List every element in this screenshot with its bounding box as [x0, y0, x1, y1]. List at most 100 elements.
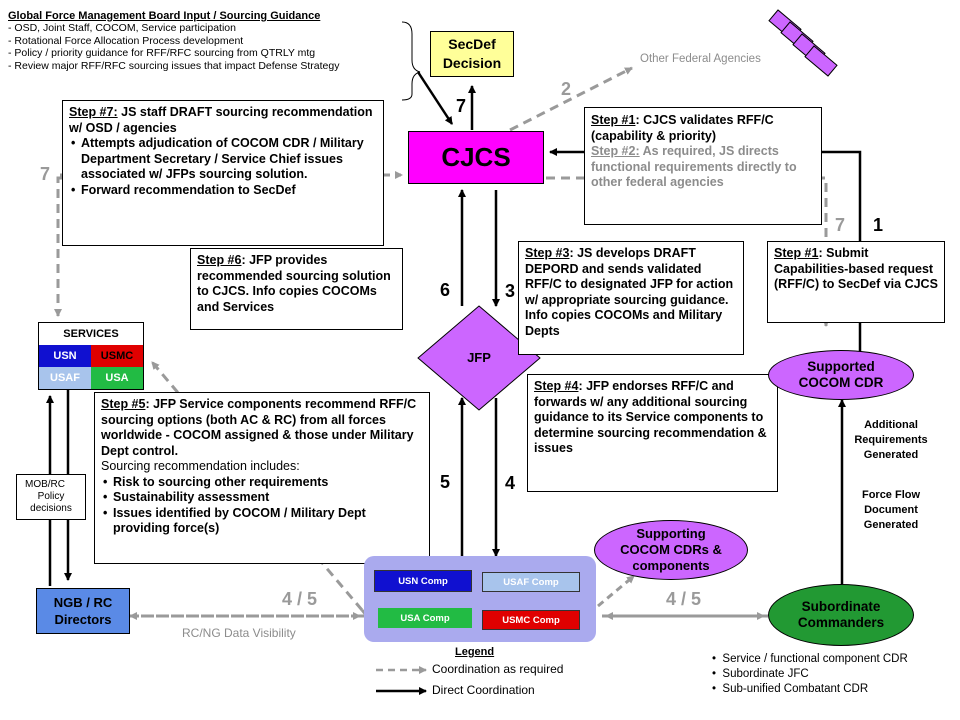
- step-number-2: 2: [561, 79, 572, 99]
- force-flow-line: Force Flow: [861, 489, 921, 501]
- mob-rc-line: Policy: [37, 491, 65, 502]
- mob-rc-box: MOB/RC Policy decisions: [16, 474, 86, 520]
- subordinate-list: • Service / functional component CDR • S…: [712, 652, 952, 697]
- step5-bullet: Sustainability assessment: [101, 490, 423, 506]
- cjcs-box: CJCS: [408, 131, 544, 184]
- satellite-stack-icon: [768, 9, 838, 77]
- supporting-line: COCOM CDRs &: [620, 542, 722, 557]
- step3-box: Step #3: JS develops DRAFT DEPORD and se…: [518, 241, 744, 355]
- subordinate-commanders-ellipse: Subordinate Commanders: [768, 584, 914, 646]
- step6-text: : JFP provides recommended sourcing solu…: [197, 253, 391, 314]
- step5-text: : JFP Service components recommend RFF/C…: [101, 397, 417, 458]
- bullet: •: [712, 668, 723, 680]
- service-usn: USN: [39, 345, 91, 367]
- secdef-decision-box: SecDef Decision: [430, 31, 514, 77]
- step1-text: : CJCS validates RFF/C (capability & pri…: [591, 113, 774, 143]
- step2-text: As required, JS directs functional requi…: [591, 144, 797, 189]
- legend-solid-label: Direct Coordination: [432, 683, 535, 697]
- step4-box: Step #4: JFP endorses RFF/C and forwards…: [527, 374, 778, 492]
- cjcs-label: CJCS: [441, 142, 511, 172]
- force-flow-line: Generated: [863, 519, 919, 531]
- jfp-label: JFP: [467, 350, 491, 365]
- force-flow-label: Force Flow Document Generated: [836, 488, 946, 533]
- step3-label: Step #3: [525, 246, 570, 260]
- additional-req-line: Requirements: [854, 434, 928, 446]
- step1-cjcs-box: Step #1: CJCS validates RFF/C (capabilit…: [584, 107, 822, 225]
- subordinate-list-text: Sub-unified Combatant CDR: [722, 683, 869, 695]
- other-federal-agencies-label: Other Federal Agencies: [640, 53, 761, 65]
- step-number-1: 1: [873, 215, 884, 235]
- gfmb-item: - OSD, Joint Staff, COCOM, Service parti…: [8, 22, 236, 35]
- service-usmc: USMC: [91, 345, 143, 367]
- subordinate-list-text: Service / functional component CDR: [722, 653, 908, 665]
- step4-label: Step #4: [534, 379, 579, 393]
- step-number-4: 4: [505, 473, 516, 493]
- step1-submit-text: : Submit Capabilities-based request (RFF…: [774, 246, 938, 291]
- step7-bullet: Attempts adjudication of COCOM CDR / Mil…: [69, 136, 377, 183]
- step4-text: : JFP endorses RFF/C and forwards w/ any…: [534, 379, 767, 455]
- step-number-3: 3: [505, 281, 516, 301]
- rc-ng-data-visibility-label: RC/NG Data Visibility: [182, 626, 296, 640]
- step5-box: Step #5: JFP Service components recommen…: [94, 392, 430, 564]
- mob-rc-line: decisions: [30, 503, 72, 514]
- step5-bullet: Risk to sourcing other requirements: [101, 475, 423, 491]
- supporting-cocom-ellipse: Supporting COCOM CDRs & components: [594, 520, 748, 580]
- secdef-label: SecDef: [448, 36, 496, 52]
- step7-label: Step #7:: [69, 105, 118, 119]
- gfmb-item: - Review major RFF/RFC sourcing issues t…: [8, 59, 340, 72]
- step7-to-services-arrow: [54, 176, 62, 317]
- subordinate-list-item: • Service / functional component CDR: [712, 652, 952, 667]
- ngb-line: Directors: [54, 612, 112, 627]
- services-title: SERVICES: [63, 328, 119, 340]
- step1-submit-box: Step #1: Submit Capabilities-based reque…: [767, 241, 945, 323]
- subordinate-line: Commanders: [797, 615, 885, 630]
- legend-dashed-label: Coordination as required: [432, 662, 564, 676]
- step-number-7-top: 7: [456, 96, 467, 116]
- step-number-7-right: 7: [835, 215, 846, 235]
- comp-to-supporting-arrow: [597, 574, 635, 608]
- supported-line: COCOM CDR: [798, 375, 884, 390]
- additional-requirements-label: Additional Requirements Generated: [836, 418, 946, 463]
- ngb-rc-box: NGB / RC Directors: [36, 588, 130, 634]
- step7-box: Step #7: JS staff DRAFT sourcing recomme…: [62, 100, 384, 246]
- additional-req-line: Generated: [863, 449, 919, 461]
- subordinate-list-item: • Sub-unified Combatant CDR: [712, 682, 952, 697]
- step1-label: Step #1: [591, 113, 636, 127]
- additional-req-line: Additional: [864, 419, 918, 431]
- supported-cocom-ellipse: Supported COCOM CDR: [768, 350, 914, 400]
- force-flow-line: Document: [864, 504, 918, 516]
- step-number-7-left: 7: [40, 164, 51, 184]
- gfmb-item: - Rotational Force Allocation Process de…: [8, 34, 244, 47]
- step-number-4-5-left: 4 / 5: [282, 589, 318, 609]
- ngb-line: NGB / RC: [53, 595, 113, 610]
- service-usa: USA: [91, 367, 143, 389]
- step5-label: Step #5: [101, 397, 146, 411]
- bullet: •: [712, 683, 723, 695]
- step6-box: Step #6: JFP provides recommended sourci…: [190, 248, 403, 330]
- services-block: SERVICES USN USMC USAF USA: [38, 322, 144, 390]
- step7-bullet: Forward recommendation to SecDef: [69, 183, 377, 199]
- cjcs-to-federal-arrow: [509, 66, 633, 132]
- step2-label: Step #2:: [591, 144, 640, 158]
- step-number-5: 5: [440, 472, 451, 492]
- supported-line: Supported: [807, 359, 875, 374]
- step6-label: Step #6: [197, 253, 242, 267]
- step5-bullet: Issues identified by COCOM / Military De…: [101, 506, 423, 537]
- step-number-4-5-right: 4 / 5: [666, 589, 702, 609]
- gfmb-brace: [401, 21, 421, 101]
- bullet: •: [712, 653, 723, 665]
- step3-text: : JS develops DRAFT DEPORD and sends val…: [525, 246, 734, 338]
- subordinate-list-item: • Subordinate JFC: [712, 667, 952, 682]
- usmc-comp: USMC Comp: [482, 610, 580, 630]
- step7-text: JS staff DRAFT sourcing recommendation w…: [69, 105, 373, 135]
- usn-comp: USN Comp: [374, 570, 472, 592]
- service-components-block: USN Comp USAF Comp USA Comp USMC Comp: [364, 556, 596, 642]
- supporting-line: Supporting: [636, 526, 706, 541]
- usaf-comp: USAF Comp: [482, 572, 580, 592]
- step5-text2: Sourcing recommendation includes:: [101, 459, 300, 473]
- service-usaf: USAF: [39, 367, 91, 389]
- gfmb-block: Global Force Management Board Input / So…: [8, 10, 408, 72]
- gfmb-title: Global Force Management Board Input / So…: [8, 10, 321, 22]
- mob-rc-line: MOB/RC: [25, 479, 65, 490]
- gfmb-item: - Policy / priority guidance for RFF/RFC…: [8, 47, 316, 60]
